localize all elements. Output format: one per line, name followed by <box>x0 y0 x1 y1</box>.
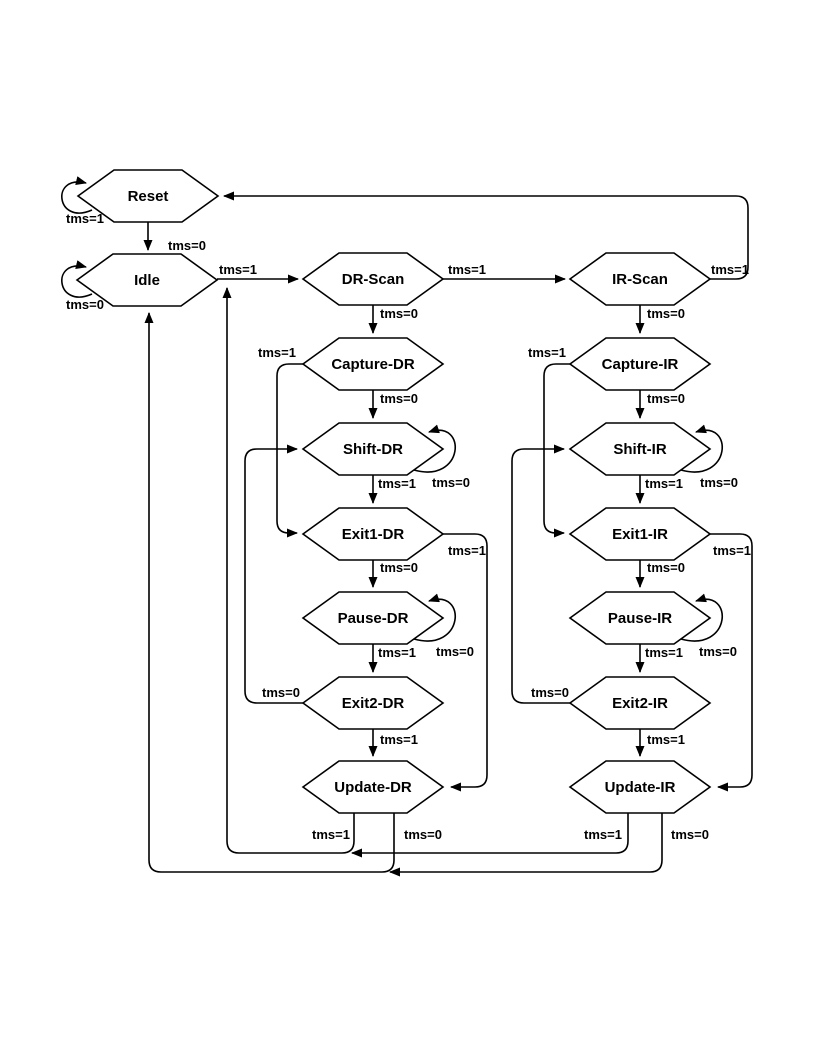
label-capture-dr-to-shift-dr: tms=0 <box>380 391 418 406</box>
state-exit1-dr-label: Exit1-DR <box>342 526 405 543</box>
state-dr-scan: DR-Scan <box>301 252 445 306</box>
state-exit1-ir: Exit1-IR <box>568 507 712 561</box>
state-pause-dr-label: Pause-DR <box>338 610 409 627</box>
state-capture-ir: Capture-IR <box>568 337 712 391</box>
state-shift-dr: Shift-DR <box>301 422 445 476</box>
label-ir-scan-to-reset: tms=1 <box>711 262 749 277</box>
state-update-ir-shape <box>568 760 712 814</box>
label-shift-dr-self: tms=0 <box>432 475 470 490</box>
label-dr-scan-to-ir-scan: tms=1 <box>448 262 486 277</box>
state-ir-scan-shape <box>568 252 712 306</box>
state-pause-ir: Pause-IR <box>568 591 712 645</box>
state-exit2-ir-label: Exit2-IR <box>612 695 668 712</box>
label-pause-dr-to-exit2-dr: tms=1 <box>378 645 416 660</box>
label-shift-dr-to-exit1-dr: tms=1 <box>378 476 416 491</box>
state-shift-ir-label: Shift-IR <box>613 441 666 458</box>
state-exit2-dr-label: Exit2-DR <box>342 695 405 712</box>
label-capture-dr-to-exit1-dr: tms=1 <box>258 345 296 360</box>
state-pause-dr-shape <box>301 591 445 645</box>
label-update-ir-tms1: tms=1 <box>584 827 622 842</box>
transition-update-dr-tms1-return-arrow <box>222 287 355 854</box>
state-capture-dr: Capture-DR <box>301 337 445 391</box>
state-update-ir: Update-IR <box>568 760 712 814</box>
state-pause-ir-shape <box>568 591 712 645</box>
state-reset-label: Reset <box>128 188 169 205</box>
transition-shift-ir-self-arrow <box>680 424 724 473</box>
state-capture-dr-shape <box>301 337 445 391</box>
label-idle-self: tms=0 <box>66 297 104 312</box>
label-ir-scan-to-capture-ir: tms=0 <box>647 306 685 321</box>
state-shift-ir-shape <box>568 422 712 476</box>
transition-pause-ir-self-arrow <box>680 593 724 642</box>
label-update-ir-tms0: tms=0 <box>671 827 709 842</box>
transition-exit2-dr-to-shift-dr-arrow <box>244 444 303 704</box>
state-capture-ir-shape <box>568 337 712 391</box>
state-shift-dr-label: Shift-DR <box>343 441 403 458</box>
state-exit1-ir-label: Exit1-IR <box>612 526 668 543</box>
states: Reset Idle DR-Scan IR-Scan Capture-DR Sh… <box>75 169 712 814</box>
transition-exit1-dr-to-update-dr-arrow <box>443 533 488 792</box>
transition-update-ir-tms1-return-arrow <box>351 813 629 858</box>
label-shift-ir-to-exit1-ir: tms=1 <box>645 476 683 491</box>
label-update-dr-tms0: tms=0 <box>404 827 442 842</box>
label-exit1-dr-to-update-dr: tms=1 <box>448 543 486 558</box>
label-pause-dr-self: tms=0 <box>436 644 474 659</box>
state-exit1-dr: Exit1-DR <box>301 507 445 561</box>
transition-edges <box>61 176 753 877</box>
label-exit2-ir-to-update-ir: tms=1 <box>647 732 685 747</box>
state-exit1-dr-shape <box>301 507 445 561</box>
transition-ir-scan-to-reset-arrow <box>223 191 749 280</box>
label-dr-scan-to-capture-dr: tms=0 <box>380 306 418 321</box>
state-update-dr-label: Update-DR <box>334 779 412 796</box>
label-exit1-ir-to-update-ir: tms=1 <box>713 543 751 558</box>
state-ir-scan: IR-Scan <box>568 252 712 306</box>
label-exit2-dr-to-shift-dr: tms=0 <box>262 685 300 700</box>
transition-labels: tms=1 tms=0 tms=0 tms=1 tms=1 tms=1 tms=… <box>66 211 751 842</box>
label-capture-ir-to-exit1-ir: tms=1 <box>528 345 566 360</box>
transition-exit2-ir-to-shift-ir-arrow <box>511 444 570 704</box>
label-shift-ir-self: tms=0 <box>700 475 738 490</box>
state-update-dr: Update-DR <box>301 760 445 814</box>
state-pause-ir-label: Pause-IR <box>608 610 672 627</box>
state-dr-scan-shape <box>301 252 445 306</box>
label-exit2-dr-to-update-dr: tms=1 <box>380 732 418 747</box>
state-pause-dr: Pause-DR <box>301 591 445 645</box>
state-shift-ir: Shift-IR <box>568 422 712 476</box>
label-pause-ir-to-exit2-ir: tms=1 <box>645 645 683 660</box>
label-pause-ir-self: tms=0 <box>699 644 737 659</box>
state-exit2-ir-shape <box>568 676 712 730</box>
state-update-dr-shape <box>301 760 445 814</box>
transition-idle-self-arrow <box>61 260 93 298</box>
transition-update-ir-tms0-return-arrow <box>389 813 663 877</box>
state-exit2-dr-shape <box>301 676 445 730</box>
transition-shift-dr-self-arrow <box>413 424 457 473</box>
label-reset-to-idle: tms=0 <box>168 238 206 253</box>
label-exit1-ir-to-pause-ir: tms=0 <box>647 560 685 575</box>
label-update-dr-tms1: tms=1 <box>312 827 350 842</box>
transition-reset-self-arrow <box>61 176 93 214</box>
state-exit2-ir: Exit2-IR <box>568 676 712 730</box>
label-reset-self: tms=1 <box>66 211 104 226</box>
label-exit2-ir-to-shift-ir: tms=0 <box>531 685 569 700</box>
state-idle-shape <box>75 253 219 307</box>
state-update-ir-label: Update-IR <box>605 779 676 796</box>
state-idle-label: Idle <box>134 272 160 289</box>
transition-update-dr-tms0-return-arrow <box>144 312 395 873</box>
state-exit2-dr: Exit2-DR <box>301 676 445 730</box>
state-ir-scan-label: IR-Scan <box>612 271 668 288</box>
state-exit1-ir-shape <box>568 507 712 561</box>
label-exit1-dr-to-pause-dr: tms=0 <box>380 560 418 575</box>
transition-exit1-ir-to-update-ir-arrow <box>710 533 753 792</box>
state-capture-dr-label: Capture-DR <box>331 356 415 373</box>
state-reset: Reset <box>76 169 220 223</box>
label-idle-to-dr-scan: tms=1 <box>219 262 257 277</box>
state-idle: Idle <box>75 253 219 307</box>
label-capture-ir-to-shift-ir: tms=0 <box>647 391 685 406</box>
state-capture-ir-label: Capture-IR <box>602 356 679 373</box>
state-reset-shape <box>76 169 220 223</box>
transition-pause-dr-self-arrow <box>413 593 457 642</box>
state-shift-dr-shape <box>301 422 445 476</box>
state-dr-scan-label: DR-Scan <box>342 271 405 288</box>
